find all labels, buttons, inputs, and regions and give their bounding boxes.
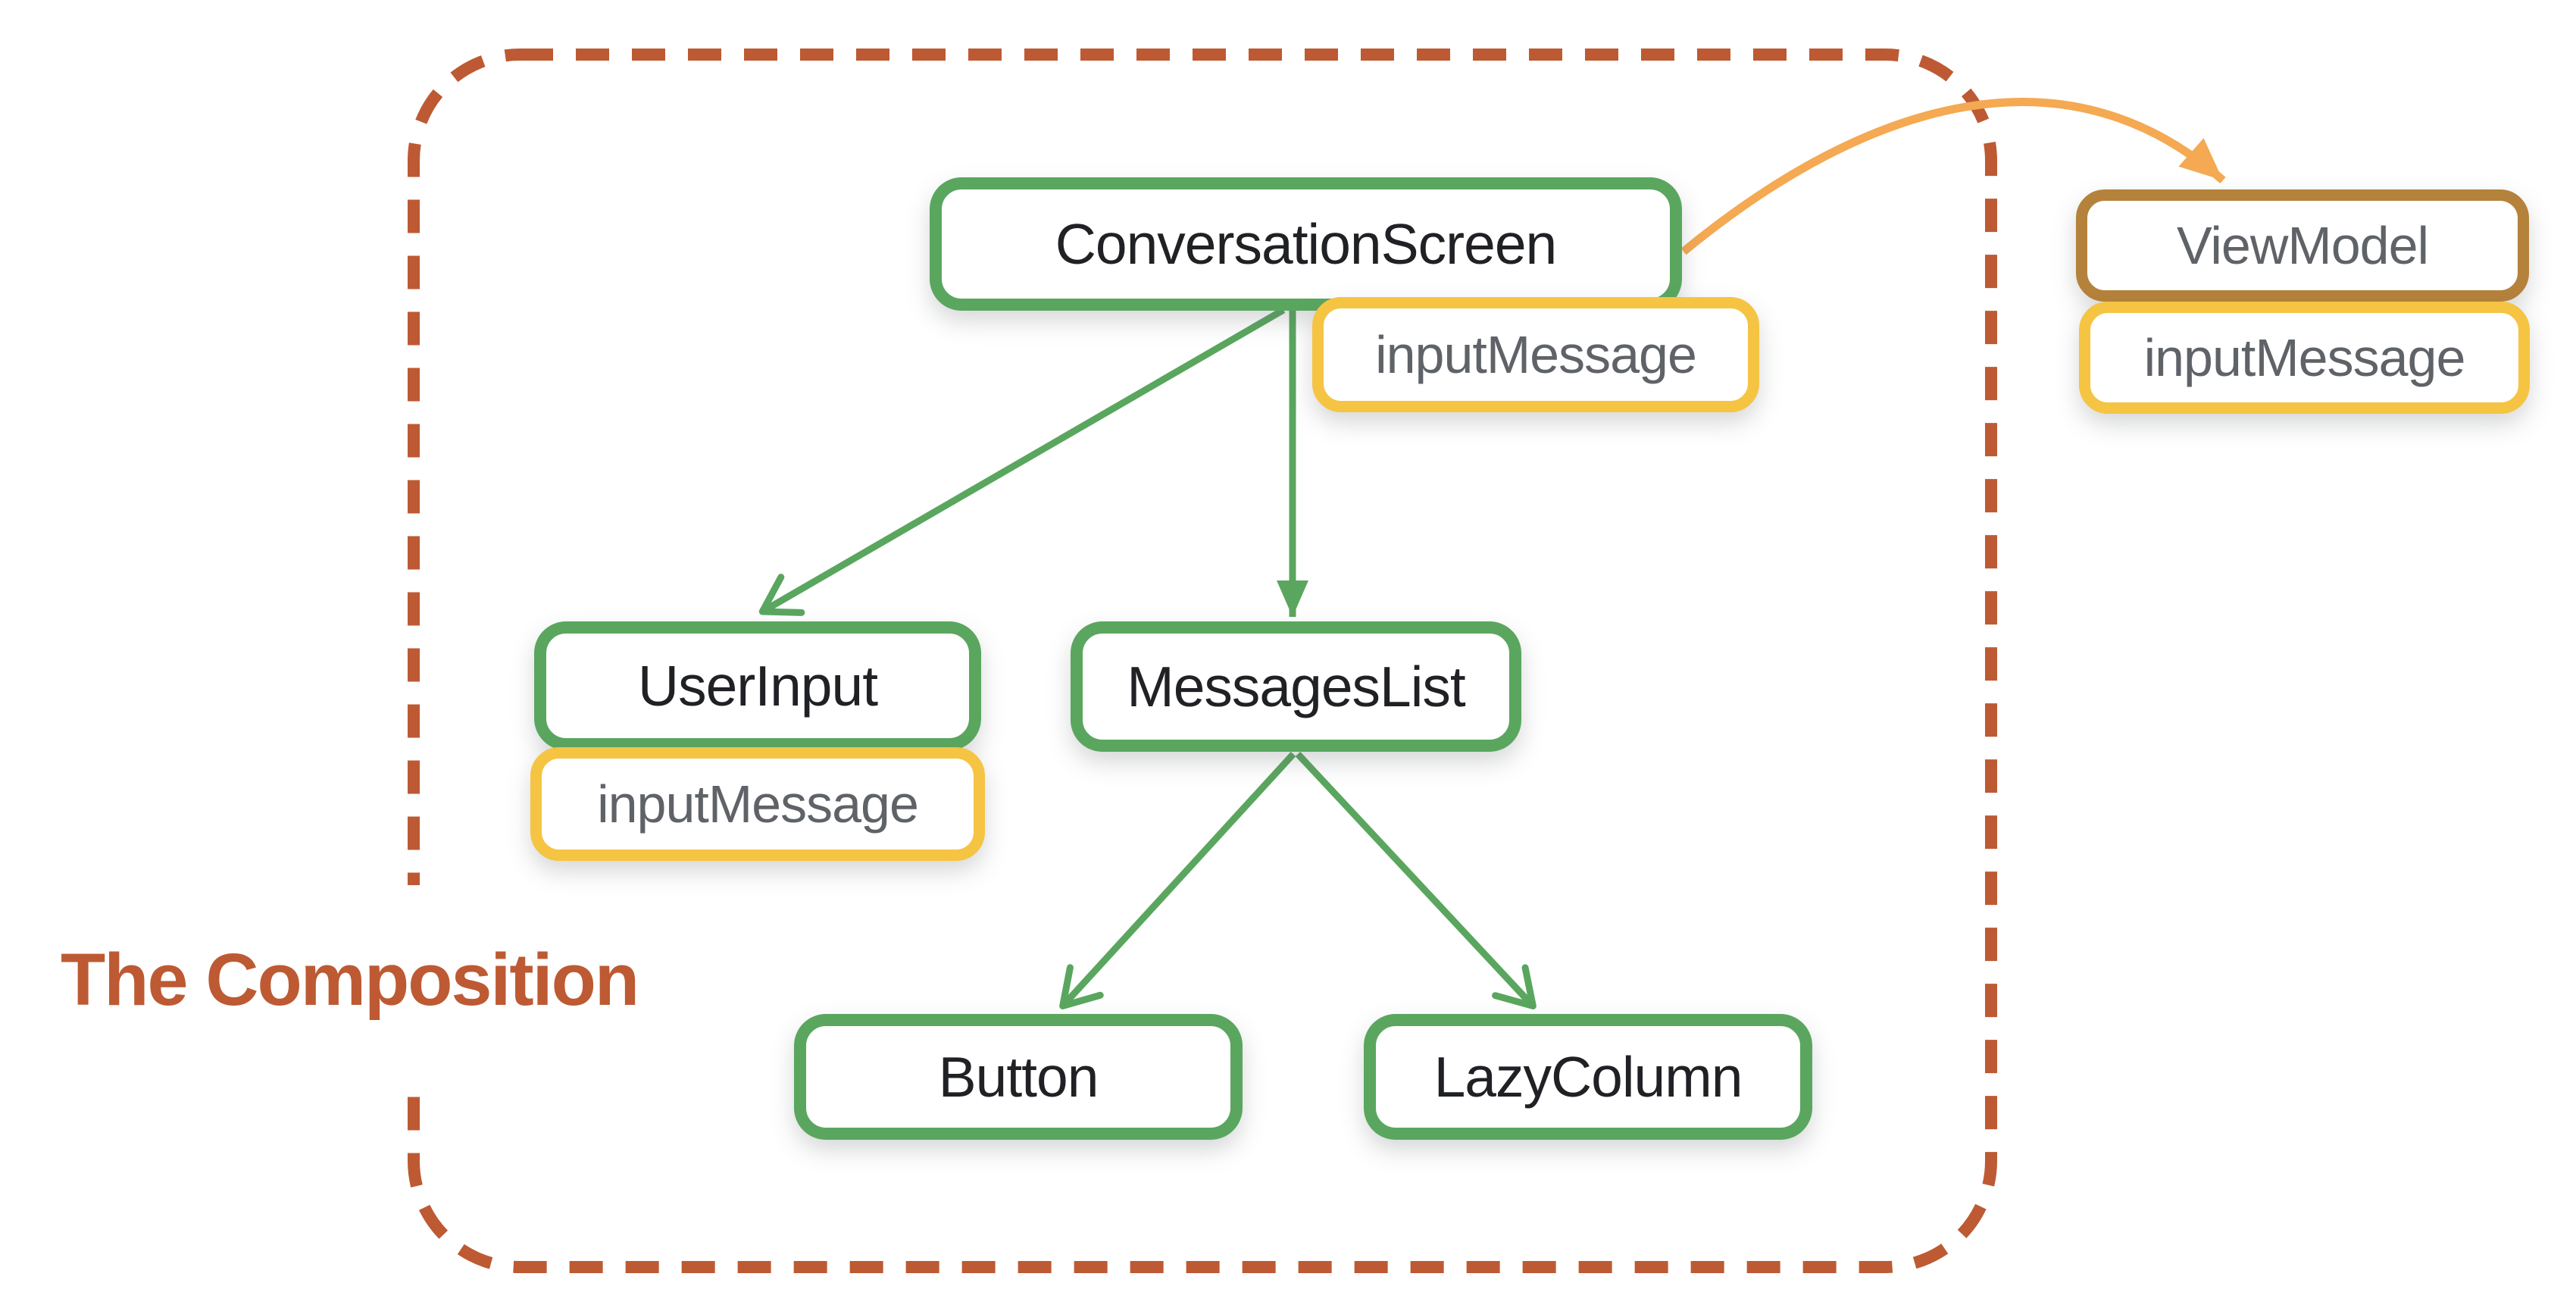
edge-messageslist-to-lazycolumn (1295, 751, 1537, 1009)
node-view-model: ViewModel (2076, 189, 2529, 302)
edge-conversationscreen-to-viewmodel (1680, 98, 2226, 255)
node-input-message-view-model: inputMessage (2079, 302, 2530, 414)
edge-conversationscreen-to-userinput (758, 307, 1286, 616)
boundary-label-mask (30, 885, 662, 1088)
node-conversation-screen: ConversationScreen (930, 177, 1682, 311)
node-input-message-conversation-screen: inputMessage (1312, 297, 1759, 412)
edge-messageslist-to-button (1059, 751, 1296, 1009)
node-messages-list: MessagesList (1071, 621, 1521, 752)
node-user-input: UserInput (534, 621, 981, 750)
node-input-message-user-input: inputMessage (530, 747, 985, 861)
node-button: Button (794, 1014, 1243, 1140)
composition-title: The Composition (61, 938, 639, 1021)
composition-boundary (408, 49, 1997, 1273)
node-lazy-column: LazyColumn (1364, 1014, 1812, 1140)
